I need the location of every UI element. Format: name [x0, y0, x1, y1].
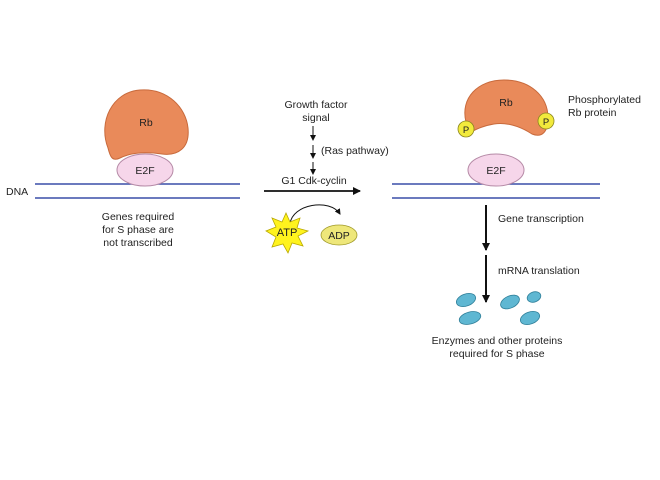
genes-not-transcribed-line3: not transcribed	[103, 237, 173, 249]
enzymes-label-line1: Enzymes and other proteins	[432, 335, 563, 347]
phosphate-label-2: P	[543, 117, 549, 128]
growth-factor-label-line2: signal	[302, 112, 329, 124]
phosphorylated-rb-label-line1: Phosphorylated	[568, 94, 641, 106]
atp-to-adp-curved-arrow	[289, 204, 341, 225]
e2f-label-left: E2F	[135, 165, 154, 177]
gene-transcription-label: Gene transcription	[498, 213, 584, 225]
enzymes-label-line2: required for S phase	[449, 348, 544, 360]
ras-pathway-label: (Ras pathway)	[321, 145, 389, 157]
growth-factor-label-line1: Growth factor	[284, 99, 348, 111]
rb-label-left: Rb	[139, 117, 153, 129]
genes-not-transcribed-line1: Genes required	[102, 211, 175, 223]
atp-label: ATP	[277, 227, 298, 239]
enzyme-blob	[458, 311, 482, 325]
rb-label-right: Rb	[499, 97, 513, 109]
g1-cdk-cyclin-label: G1 Cdk-cyclin	[281, 175, 347, 187]
e2f-label-right: E2F	[486, 165, 505, 177]
enzyme-blob	[526, 291, 542, 303]
enzyme-blob	[500, 294, 520, 310]
rb-protein-left	[104, 89, 189, 160]
adp-oval	[320, 224, 358, 246]
atp-starburst	[265, 212, 310, 254]
e2f-protein-left	[116, 153, 174, 187]
phosphorylated-rb-label-line2: Rb protein	[568, 107, 617, 119]
genes-not-transcribed-line2: for S phase are	[102, 224, 174, 236]
e2f-protein-right	[467, 153, 525, 187]
enzyme-blob	[519, 311, 541, 325]
mrna-translation-label: mRNA translation	[498, 265, 580, 277]
enzyme-blob	[455, 293, 477, 307]
dna-label: DNA	[6, 186, 28, 198]
phosphate-group-2	[537, 112, 555, 130]
adp-label: ADP	[328, 230, 350, 242]
phosphate-group-1	[457, 120, 475, 138]
phosphate-label-1: P	[463, 125, 469, 136]
